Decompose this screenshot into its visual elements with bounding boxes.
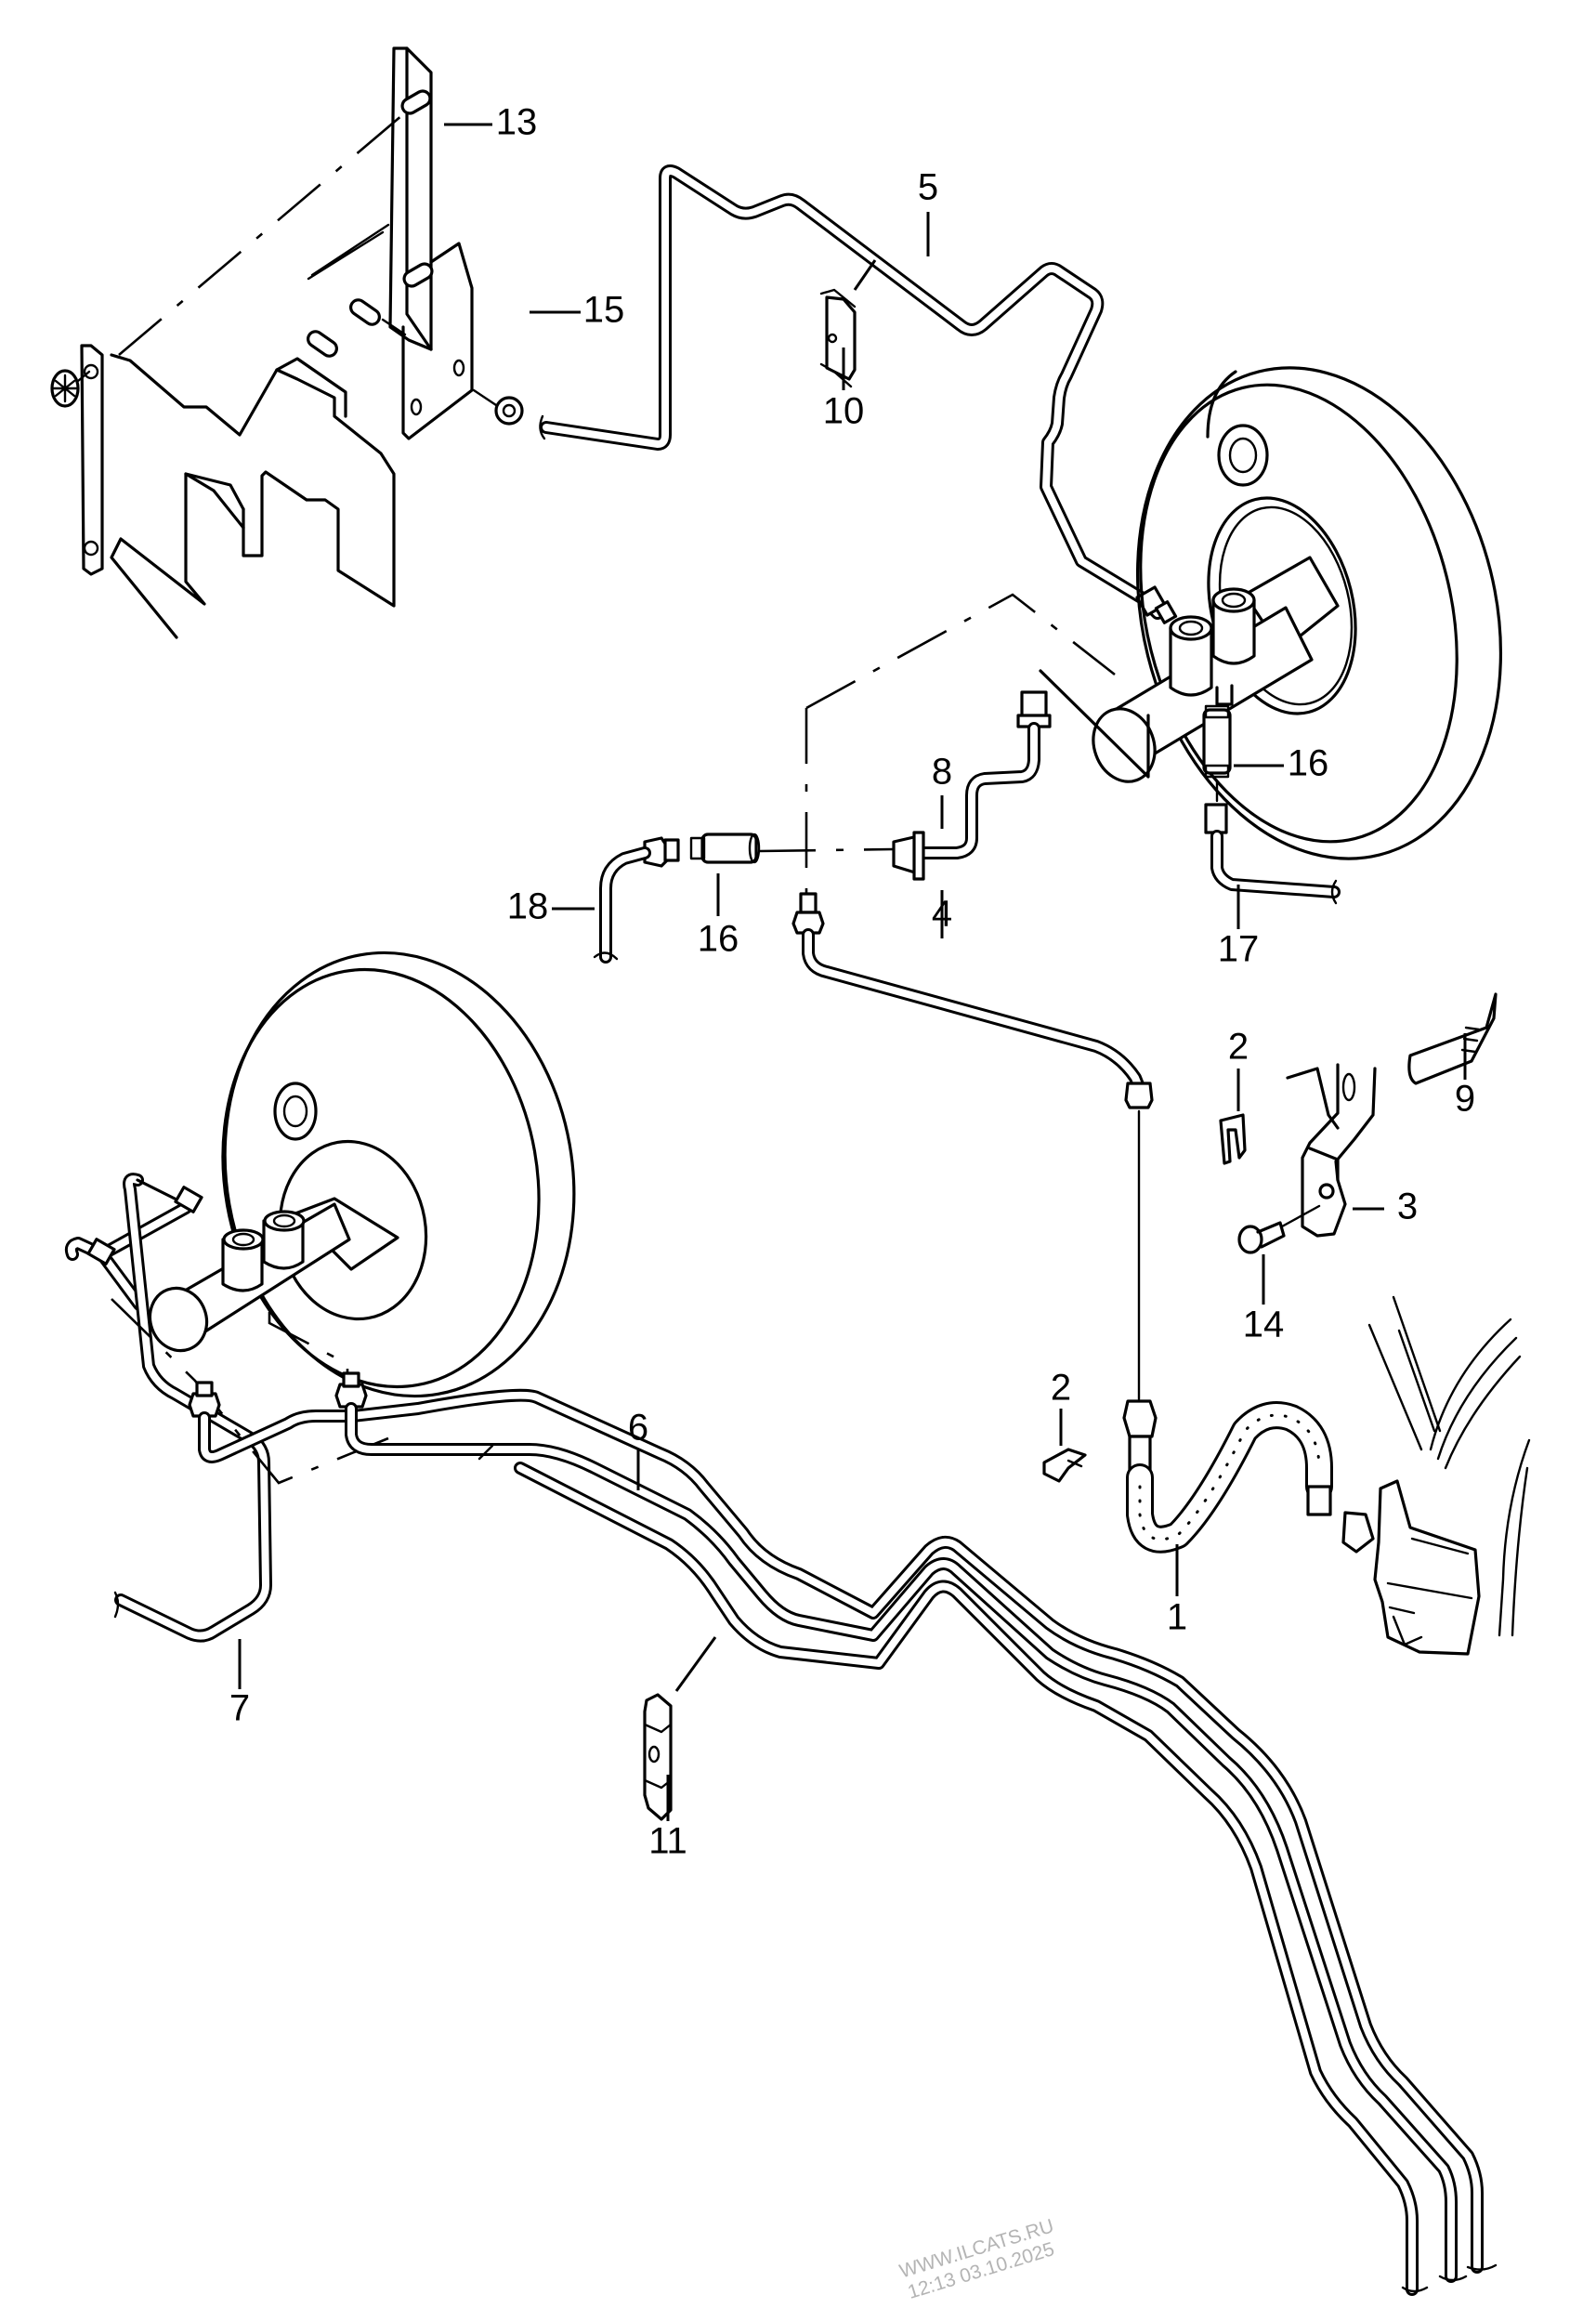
leader-10-pipe <box>853 259 877 291</box>
callout-7[interactable]: 7 <box>229 1688 250 1729</box>
callout-2-upper[interactable]: 2 <box>1228 1027 1249 1068</box>
shim-9 <box>1407 992 1498 1085</box>
brake-line-5 <box>539 164 1164 620</box>
brake-booster-upper <box>1135 366 1503 860</box>
callout-2-lower[interactable]: 2 <box>1051 1368 1071 1409</box>
brake-booster-lower <box>221 951 576 1398</box>
steering-knuckle <box>1367 1295 1531 1637</box>
clip-11 <box>643 1693 673 1821</box>
bracket-13 <box>307 46 474 440</box>
callout-5[interactable]: 5 <box>918 167 938 208</box>
callout-3[interactable]: 3 <box>1397 1187 1418 1227</box>
brake-line-18 <box>593 836 680 964</box>
callout-16-right[interactable]: 16 <box>1288 743 1329 784</box>
assembly-line <box>759 847 895 853</box>
callout-9[interactable]: 9 <box>1455 1079 1475 1120</box>
master-cylinder-upper <box>1092 556 1340 783</box>
callout-18[interactable]: 18 <box>507 886 549 927</box>
callout-17[interactable]: 17 <box>1218 929 1260 970</box>
lock-washer-icon <box>50 369 91 408</box>
bushing-16-right <box>1202 704 1232 779</box>
brake-line-7 <box>64 1173 272 1643</box>
callout-13[interactable]: 13 <box>496 102 538 143</box>
brake-line-4 <box>791 892 1154 1401</box>
clip-2-upper <box>1219 1113 1247 1165</box>
callout-4[interactable]: 4 <box>932 894 952 935</box>
stud-icon <box>307 89 434 358</box>
brake-hose-1 <box>1122 1399 1375 1554</box>
callout-leaders <box>238 123 1467 1821</box>
bracket-3 <box>1286 1063 1377 1238</box>
nut-icon <box>472 388 524 426</box>
bolt-14 <box>1237 1204 1321 1254</box>
watermark: WWW.ILCATS.RU 12:13 03.10.2025 <box>897 2215 1057 2303</box>
assembly-line <box>1039 669 1150 779</box>
bushing-16-mid <box>689 833 761 864</box>
assembly-line <box>118 109 410 356</box>
callout-11[interactable]: 11 <box>648 1821 687 1862</box>
callout-labels: 13 15 5 10 16 8 18 16 4 17 2 9 3 14 2 6 … <box>229 102 1475 1862</box>
callout-8[interactable]: 8 <box>932 752 952 793</box>
assembly-line <box>111 1298 389 1485</box>
brake-line-6 <box>188 1371 1498 2296</box>
brake-line-8 <box>892 690 1052 881</box>
assembly-line <box>805 593 1116 710</box>
master-cylinder-lower <box>148 1197 399 1353</box>
clip-2-lower <box>1042 1448 1087 1483</box>
callout-10[interactable]: 10 <box>823 391 865 432</box>
callout-15[interactable]: 15 <box>583 290 625 331</box>
heat-shield <box>80 344 396 639</box>
callout-14[interactable]: 14 <box>1243 1305 1285 1345</box>
brake-caliper <box>1373 1479 1481 1656</box>
callout-6[interactable]: 6 <box>628 1408 648 1449</box>
callout-16-mid[interactable]: 16 <box>698 919 739 960</box>
callout-1[interactable]: 1 <box>1167 1597 1187 1638</box>
clip-10 <box>819 288 857 388</box>
leader-11-pipe <box>674 1636 717 1692</box>
brake-line-17 <box>1204 803 1341 905</box>
